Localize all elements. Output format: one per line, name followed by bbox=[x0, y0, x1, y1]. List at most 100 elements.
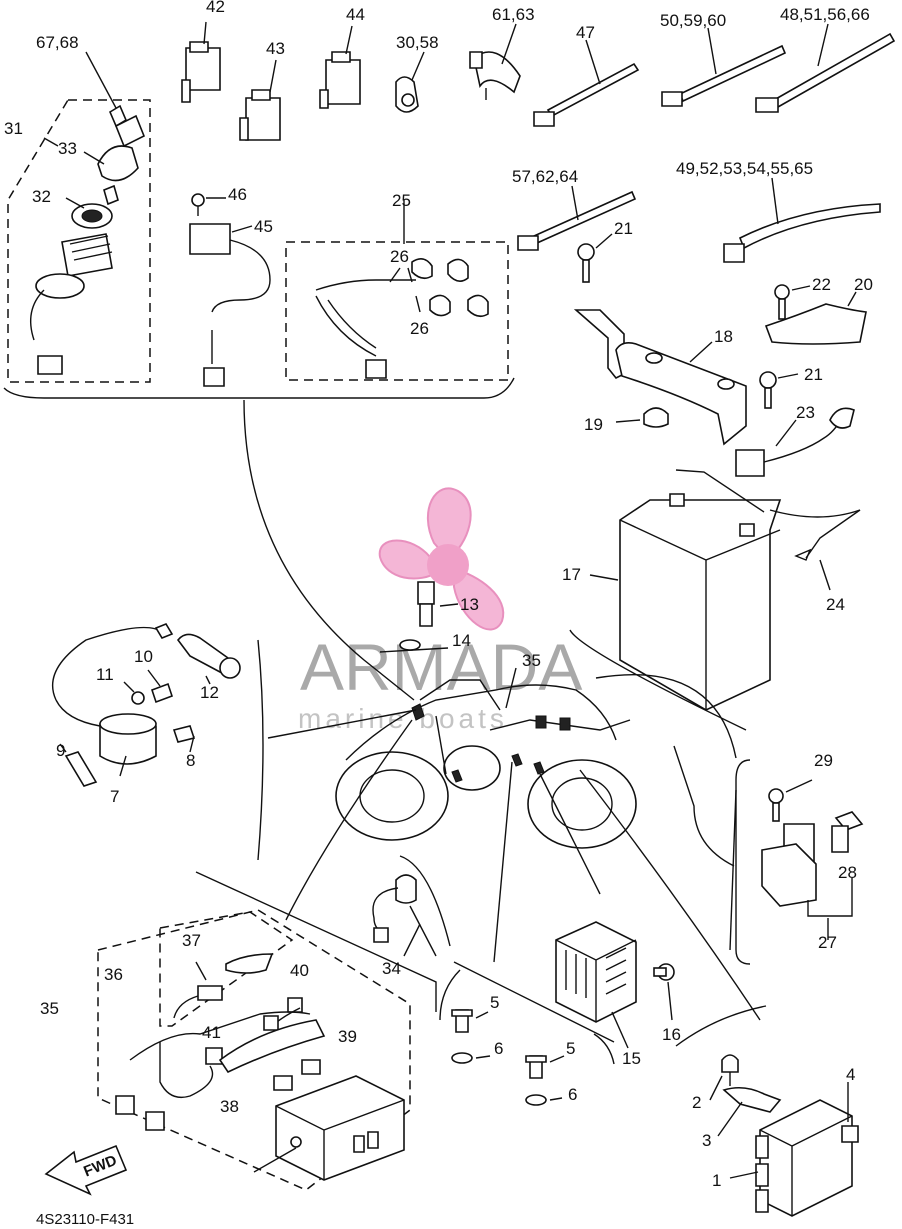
callout-32: 32 bbox=[32, 187, 51, 206]
sub-lead-group-box bbox=[285, 241, 509, 381]
connector-43 bbox=[239, 59, 281, 141]
callout-67-68: 67,68 bbox=[36, 33, 79, 52]
fasteners-5-6 bbox=[439, 969, 615, 1106]
callout-36: 36 bbox=[104, 965, 123, 984]
clip-30-58 bbox=[395, 51, 425, 113]
callout-46: 46 bbox=[228, 185, 247, 204]
callout-20: 20 bbox=[854, 275, 873, 294]
callout-15: 15 bbox=[622, 1049, 641, 1068]
cable-tie-57-62-64 bbox=[517, 185, 637, 251]
callout-13: 13 bbox=[460, 595, 479, 614]
lead-wire-34 bbox=[372, 874, 437, 957]
callout-8: 8 bbox=[186, 751, 195, 770]
callout-43: 43 bbox=[266, 39, 285, 58]
callout-7: 7 bbox=[110, 787, 119, 806]
left-cluster-parts bbox=[51, 623, 241, 787]
sensor-13 bbox=[417, 581, 459, 627]
cable-tie-49-52-55-65 bbox=[723, 177, 881, 263]
connector-44 bbox=[319, 25, 361, 109]
watermark-logo: ARMADA marine boats bbox=[298, 487, 582, 734]
bolt-21b bbox=[759, 371, 799, 409]
clamp-61-63 bbox=[469, 23, 521, 100]
watermark-brand: ARMADA bbox=[300, 630, 582, 704]
callout-18: 18 bbox=[714, 327, 733, 346]
bolt-16 bbox=[653, 963, 675, 1021]
callout-41: 41 bbox=[202, 1023, 221, 1042]
callout-3: 3 bbox=[702, 1131, 711, 1150]
callout-5a: 5 bbox=[490, 993, 499, 1012]
main-switch-parts bbox=[30, 51, 146, 375]
callout-21a: 21 bbox=[614, 219, 633, 238]
callout-10: 10 bbox=[134, 647, 153, 666]
callout-19: 19 bbox=[584, 415, 603, 434]
battery-bracket-18 bbox=[573, 309, 747, 446]
callout-23: 23 bbox=[796, 403, 815, 422]
rectifier-15 bbox=[555, 921, 637, 1049]
bolt-21a bbox=[577, 233, 613, 283]
sub-harness-box bbox=[159, 911, 294, 1027]
callout-31: 31 bbox=[4, 119, 23, 138]
cover-20 bbox=[764, 291, 867, 345]
callout-6a: 6 bbox=[494, 1039, 503, 1058]
bolt-22 bbox=[774, 284, 811, 320]
callout-26b: 26 bbox=[410, 319, 429, 338]
callout-45: 45 bbox=[254, 217, 273, 236]
callout-39: 39 bbox=[338, 1027, 357, 1046]
callout-42: 42 bbox=[206, 0, 225, 16]
callout-34: 34 bbox=[382, 959, 401, 978]
callout-14: 14 bbox=[452, 631, 471, 650]
callout-24: 24 bbox=[826, 595, 845, 614]
battery-17 bbox=[589, 469, 782, 711]
atv-silhouette bbox=[335, 679, 637, 849]
cable-tie-50-59-60 bbox=[661, 27, 787, 107]
washer-14 bbox=[379, 639, 449, 653]
callout-2: 2 bbox=[692, 1093, 701, 1112]
relay-bracket bbox=[735, 759, 751, 965]
callout-38: 38 bbox=[220, 1097, 239, 1116]
callout-29: 29 bbox=[814, 751, 833, 770]
relay-cluster-parts bbox=[761, 779, 864, 940]
callout-49-52-55-65: 49,52,53,54,55,65 bbox=[676, 159, 813, 178]
callout-57-62-64: 57,62,64 bbox=[512, 167, 578, 186]
callout-6b: 6 bbox=[568, 1085, 577, 1104]
callout-27: 27 bbox=[818, 933, 837, 952]
main-switch-group-box bbox=[7, 99, 151, 383]
callout-4: 4 bbox=[846, 1065, 855, 1084]
callout-11: 11 bbox=[96, 665, 114, 684]
callout-17: 17 bbox=[562, 565, 581, 584]
cdi-unit-1 bbox=[709, 1054, 859, 1217]
callout-5b: 5 bbox=[566, 1039, 575, 1058]
battery-cable-24 bbox=[769, 509, 861, 591]
lead-lines bbox=[195, 399, 767, 1047]
callout-26a: 26 bbox=[390, 247, 409, 266]
callout-12: 12 bbox=[200, 683, 219, 702]
callout-21b: 21 bbox=[804, 365, 823, 384]
callout-40: 40 bbox=[290, 961, 309, 980]
diagram-code: 4S23110-F431 bbox=[36, 1211, 134, 1228]
callout-61-63: 61,63 bbox=[492, 5, 535, 24]
callout-25: 25 bbox=[392, 191, 411, 210]
relay-45 bbox=[189, 193, 271, 387]
callout-30-58: 30,58 bbox=[396, 33, 439, 52]
fwd-arrow-icon: FWD bbox=[44, 1144, 128, 1196]
propeller-icon bbox=[378, 487, 505, 631]
callout-9: 9 bbox=[56, 741, 65, 760]
callout-35-top: 35 bbox=[522, 651, 541, 670]
watermark-tagline: marine boats bbox=[298, 703, 508, 734]
sub-lead-parts bbox=[315, 200, 489, 379]
callout-22: 22 bbox=[812, 275, 831, 294]
callout-44: 44 bbox=[346, 5, 365, 24]
connector-42 bbox=[181, 21, 221, 103]
cable-tie-48-51-56-66 bbox=[755, 23, 896, 113]
callout-35: 35 bbox=[40, 999, 59, 1018]
battery-cable-23 bbox=[735, 407, 855, 477]
callout-37: 37 bbox=[182, 931, 201, 950]
callout-16: 16 bbox=[662, 1025, 681, 1044]
damper-19 bbox=[615, 407, 669, 428]
callout-33: 33 bbox=[58, 139, 77, 158]
harness-parts bbox=[115, 953, 405, 1181]
group-bracket-top bbox=[3, 377, 515, 399]
callout-47: 47 bbox=[576, 23, 595, 42]
callout-labels: 42 43 44 30,58 61,63 47 50,59,60 48,51,5… bbox=[4, 0, 873, 1190]
